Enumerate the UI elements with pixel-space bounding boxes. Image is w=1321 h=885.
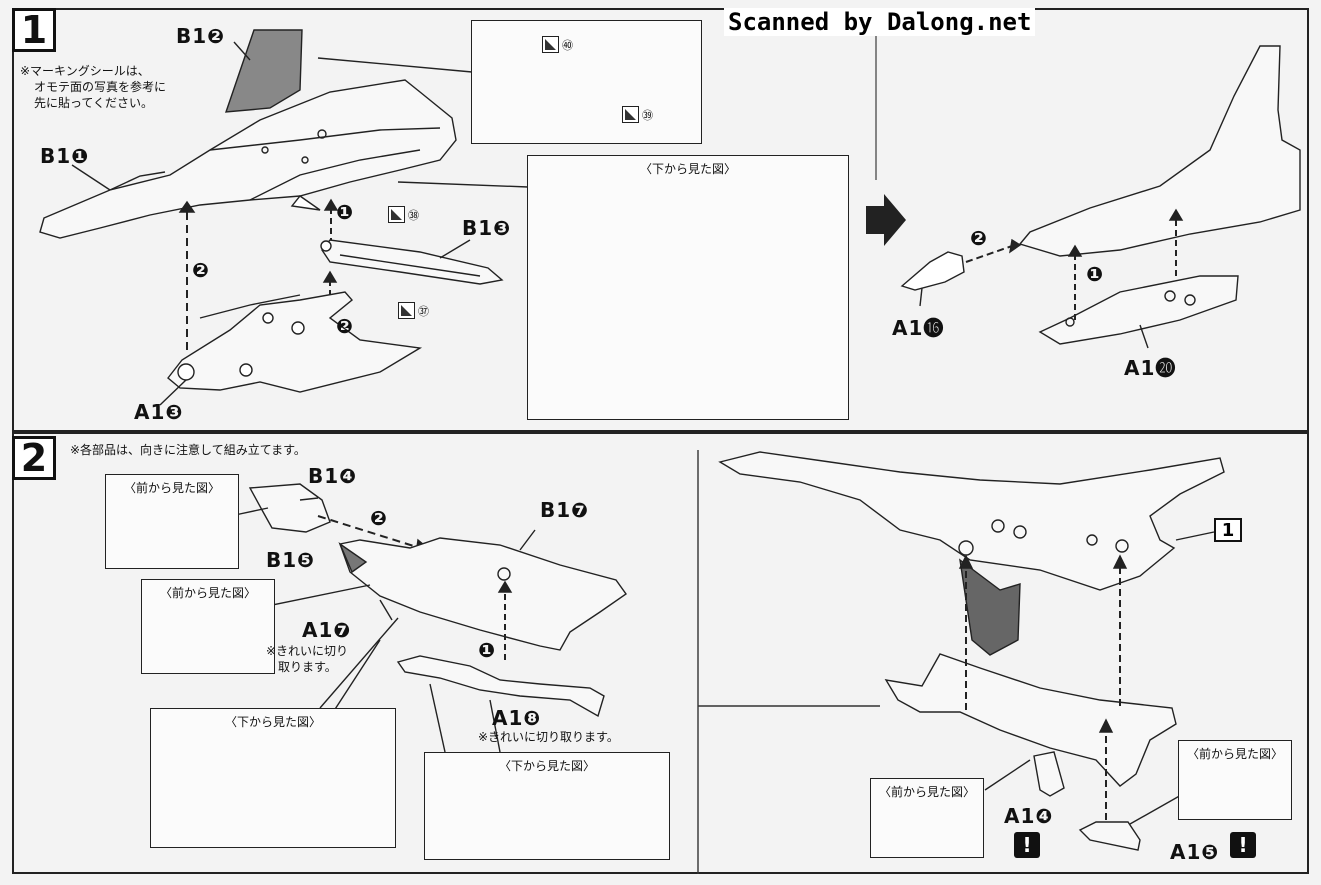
part-label-a1-16: A1⓰: [892, 316, 945, 340]
bottom-view-inset-a17: 〈下から見た図〉: [150, 708, 396, 848]
marking-sticker-note-line1: ※マーキングシールは、: [20, 64, 150, 78]
inset-title: 〈前から見た図〉: [159, 586, 256, 600]
cut-note-a17-line1: ※きれいに切り: [266, 644, 349, 658]
scanner-watermark: Scanned by Dalong.net: [724, 8, 1036, 36]
marking-sticker-note-line2: オモテ面の写真を参考に: [34, 80, 167, 94]
part-label-a1-3: A1❸: [134, 400, 184, 424]
marking-sticker-note-line3: 先に貼ってください。: [34, 96, 154, 110]
sticker-icon: [398, 302, 415, 319]
front-view-inset-b15: 〈前から見た図〉: [141, 579, 275, 674]
sticker-icon: [388, 206, 405, 223]
order-mark-1: ❶: [336, 200, 354, 224]
front-view-inset-b14: 〈前から見た図〉: [105, 474, 239, 569]
front-view-inset-a14: 〈前から見た図〉: [870, 778, 984, 858]
part-label-a1-20: A1⓴: [1124, 356, 1177, 380]
sticker-inset: [471, 20, 702, 144]
order-mark-1: ❶: [1086, 262, 1104, 286]
part-label-b1-5: B1❺: [266, 548, 316, 572]
order-mark-2: ❷: [336, 314, 354, 338]
inset-title: 〈前から見た図〉: [1186, 747, 1283, 761]
step-reference-1: 1: [1214, 518, 1242, 542]
inset-title: 〈下から見た図〉: [498, 759, 595, 773]
sticker-37: ㊲: [398, 302, 429, 319]
front-view-inset-a15: 〈前から見た図〉: [1178, 740, 1292, 820]
cut-note-a18: ※きれいに切り取ります。: [478, 730, 619, 744]
inset-title: 〈前から見た図〉: [878, 785, 975, 799]
part-label-a1-5: A1❺: [1170, 840, 1220, 864]
cut-note-a17-line2: 取ります。: [278, 660, 337, 674]
bottom-view-inset-a18: 〈下から見た図〉: [424, 752, 670, 860]
part-label-b1-2: B1❷: [176, 24, 226, 48]
warning-icon: !: [1014, 832, 1040, 858]
part-label-b1-7: B1❼: [540, 498, 590, 522]
order-mark-1: ❶: [478, 638, 496, 662]
sticker-icon: [542, 36, 559, 53]
order-mark-2: ❷: [970, 226, 988, 250]
step-number-1: 1: [12, 8, 56, 52]
sticker-38: ㊳: [388, 206, 419, 223]
part-label-b1-3: B1❸: [462, 216, 512, 240]
orientation-note: ※各部品は、向きに注意して組み立てます。: [70, 443, 306, 457]
part-label-a1-7: A1❼: [302, 618, 352, 642]
part-label-a1-4: A1❹: [1004, 804, 1054, 828]
part-label-b1-1: B1❶: [40, 144, 90, 168]
step1-panel: [12, 8, 1309, 432]
bottom-view-inset-step1: 〈下から見た図〉: [527, 155, 849, 420]
sticker-39: ㊴: [622, 106, 653, 123]
part-label-a1-8: A1❽: [492, 706, 542, 730]
order-mark-2: ❷: [192, 258, 210, 282]
inset-title: 〈前から見た図〉: [123, 481, 220, 495]
sticker-icon: [622, 106, 639, 123]
step2-panel: [12, 432, 1309, 874]
order-mark-2: ❷: [370, 506, 388, 530]
inset-title: 〈下から見た図〉: [639, 162, 736, 176]
inset-title: 〈下から見た図〉: [224, 715, 321, 729]
step-number-2: 2: [12, 436, 56, 480]
sticker-40: ㊵: [542, 36, 573, 53]
part-label-b1-4: B1❹: [308, 464, 358, 488]
warning-icon: !: [1230, 832, 1256, 858]
